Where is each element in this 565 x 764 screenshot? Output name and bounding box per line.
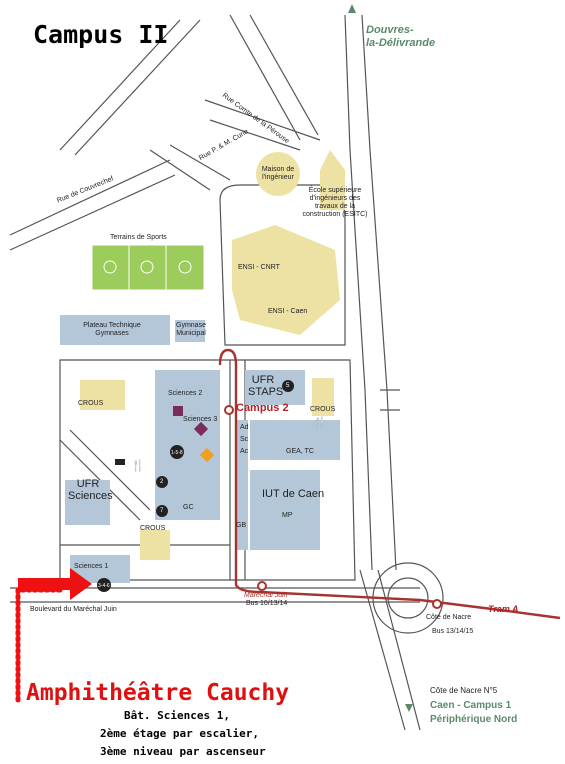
badge-label-1-5-8: 1-5-8 [171, 450, 183, 456]
stop-cote-nacre-bus: Bus 13/14/15 [432, 628, 474, 635]
destination-title: Amphithéâtre Cauchy [26, 680, 290, 706]
marker-sciences2 [173, 406, 183, 416]
badge-label-3-4-6: 3-4-6 [98, 583, 110, 589]
gymnase-municipal [175, 320, 205, 342]
ensi-block [232, 225, 340, 335]
legend-title: Côte de Nacre N°5 [430, 686, 498, 695]
amphi-badges [97, 380, 294, 592]
sciences-2-3-block [155, 370, 220, 520]
ufr-sciences-block [65, 480, 110, 525]
label-crous-1: CROUS [78, 400, 104, 407]
marker-sciences3 [193, 421, 209, 437]
tram-stop-campus2 [224, 405, 234, 415]
instruction-3: 3ème niveau par ascenseur [100, 745, 266, 758]
stop-marechal-bus: Bus 10/13/14 [246, 600, 288, 607]
label-terrains: Terrains de Sports [110, 234, 167, 241]
badge-3-4-6 [97, 578, 111, 592]
label-mp: MP [282, 512, 293, 519]
label-ensi-caen: ENSI - Caen [268, 308, 308, 315]
crous-south [140, 530, 170, 560]
label-gymnase: Gymnase Municipal [176, 322, 206, 337]
label-ufr-sciences: UFR Sciences [68, 478, 113, 502]
badge-5 [282, 380, 294, 392]
street-juin: Boulevard du Maréchal Juin [30, 606, 117, 613]
label-ensi-cnrt: ENSI - CNRT [238, 264, 280, 271]
label-ad: Ad [240, 424, 249, 431]
badge-2 [156, 476, 168, 488]
label-sciences2: Sciences 2 [168, 390, 203, 397]
badge-7 [156, 505, 168, 517]
label-plateau: Plateau Technique Gymnases [83, 322, 141, 337]
gea-tc [250, 420, 340, 460]
badge-label-7: 7 [160, 508, 164, 514]
road-courvechef [9, 159, 176, 251]
road-ramp [380, 389, 400, 411]
road-comte [204, 99, 321, 151]
road-curie [149, 144, 231, 191]
iut-gb [236, 420, 248, 550]
badge-1-5-8 [170, 445, 184, 459]
label-ufr-staps: UFR STAPS [248, 374, 284, 398]
restaurant-icon-east: 🍴 [313, 416, 327, 429]
road-north-highway [344, 14, 397, 571]
red-arrow-icon [18, 568, 92, 600]
label-sciences3: Sciences 3 [183, 416, 218, 423]
instruction-1: Bât. Sciences 1, [124, 709, 230, 722]
blue-buildings [60, 315, 340, 583]
road-top-left-diagonal [59, 19, 201, 156]
sports-fields [91, 244, 205, 291]
legend-peripherique: Périphérique Nord [430, 714, 518, 725]
badge-label-2: 2 [160, 479, 164, 485]
tram-stop-cote-nacre [432, 599, 442, 609]
plateau-technique [60, 315, 170, 345]
road-campus-perimeter [59, 359, 356, 581]
map-title: Campus II [33, 20, 169, 49]
restaurant-icon: 🍴 [131, 459, 145, 472]
road-network [9, 14, 444, 731]
campus2-tram-label: Campus 2 [236, 402, 289, 414]
label-iut: IUT de Caen [262, 488, 325, 500]
esitc [320, 150, 345, 210]
badge-label-5: 5 [286, 383, 290, 389]
marker-orange [199, 447, 215, 463]
label-gea: GEA, TC [286, 448, 314, 455]
maison-ingenieur [256, 152, 300, 196]
crous-east [312, 378, 334, 416]
label-gc: GC [183, 504, 194, 511]
stop-cote-nacre: Côte de Nacre [426, 614, 472, 621]
destination-north: Douvres- la-Délivrande [366, 24, 436, 49]
label-sc: Sc [240, 436, 249, 443]
label-maison: Maison de l'ingénieur [261, 166, 295, 181]
tram-a-label: Tram A [488, 604, 519, 614]
ufr-staps [245, 370, 305, 405]
label-ac: Ac [240, 448, 249, 455]
bed-icon [115, 459, 125, 465]
north-arrow-icon [348, 4, 356, 13]
crous-north-west [80, 380, 125, 410]
iut-caen [250, 470, 320, 550]
instruction-2: 2ème étage par escalier, [100, 727, 259, 740]
legend-campus1: Caen - Campus 1 [430, 700, 512, 711]
label-crous-2: CROUS [310, 406, 336, 413]
tram-line [218, 348, 561, 620]
tram-stop-marechal [257, 581, 267, 591]
crous-icons: 🍴 🍴 [115, 416, 327, 472]
label-sciences1: Sciences 1 [74, 563, 109, 570]
label-esitc: École supérieure d'ingénieurs des travau… [302, 187, 368, 218]
yellow-buildings [80, 150, 345, 560]
label-crous-3: CROUS [140, 525, 166, 532]
south-arrow-icon [405, 704, 413, 712]
stop-marechal: Maréchal Juin [244, 592, 288, 599]
label-gb: GB [236, 522, 247, 529]
road-top-diagonal [229, 14, 319, 141]
